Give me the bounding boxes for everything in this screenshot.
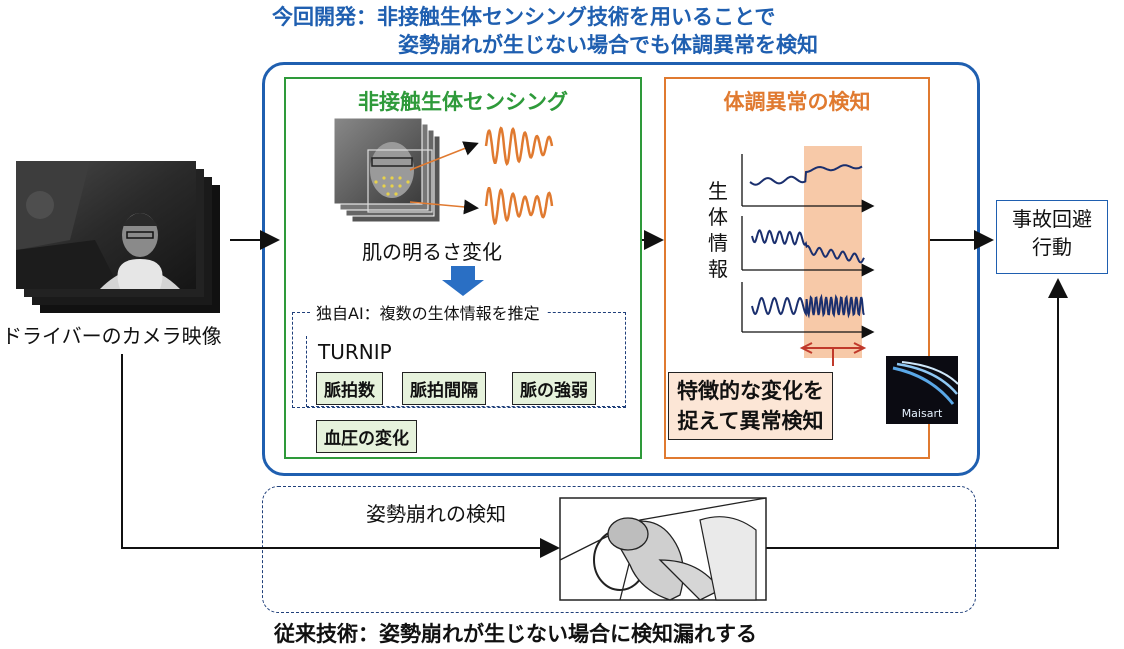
turnip-box: [306, 336, 625, 407]
vital-label-char-1: 生: [708, 179, 728, 203]
feature-line-1: 特徴的な変化を: [677, 379, 824, 403]
chip-pulse-rate: 脈拍数: [316, 372, 383, 405]
vital-signs-charts: [741, 146, 875, 358]
camera-caption: ドライバーのカメラ映像: [2, 324, 222, 348]
maisart-logo: Maisart: [886, 356, 959, 424]
posture-detection-caption: 姿勢崩れの検知: [366, 502, 506, 526]
chip-pulse-interval: 脈拍間隔: [402, 372, 486, 405]
result-line-1: 事故回避: [1012, 207, 1092, 231]
skin-signal-wave-2: [484, 186, 554, 226]
chip-blood-pressure-change: 血圧の変化: [316, 420, 417, 453]
vital-series-2: [751, 229, 865, 264]
headline-line-1: 今回開発：非接触生体センシング技術を用いることで: [272, 5, 776, 29]
accident-avoidance-box: 事故回避 行動: [996, 200, 1108, 274]
vital-info-label: 生 体 情 報: [706, 178, 730, 282]
detection-title: 体調異常の検知: [723, 90, 871, 114]
face-to-wave2-arrow: [409, 199, 479, 215]
vital-series-3: [751, 293, 865, 319]
conventional-technology-region: [262, 486, 976, 613]
face-thumbnail-stack: [333, 117, 441, 223]
sensing-title: 非接触生体センシング: [358, 90, 568, 114]
skin-signal-wave-1: [484, 126, 554, 167]
camera-to-posture-arrow: [121, 354, 560, 558]
feature-range-bracket: [799, 342, 867, 366]
maisart-logo-text: Maisart: [902, 407, 943, 420]
turnip-label: TURNIP: [318, 340, 392, 364]
feature-detection-box: 特徴的な変化を 捉えて異常検知: [668, 372, 833, 440]
vital-label-char-2: 体: [708, 205, 728, 229]
chip-pulse-strength: 脈の強弱: [512, 372, 596, 405]
posture-to-result-arrow: [766, 278, 1068, 549]
sensing-panel: [284, 77, 642, 459]
down-arrow-icon: [442, 266, 484, 296]
headline-line-2: 姿勢崩れが生じない場合でも体調異常を検知: [398, 33, 818, 57]
detection-panel: [664, 77, 930, 459]
face-to-wave1-arrow: [409, 141, 479, 171]
camera-frames: [16, 161, 220, 313]
vital-label-char-3: 情: [708, 231, 728, 255]
ai-label: 独自AI：複数の生体情報を推定: [310, 300, 546, 324]
posture-illustration: [559, 497, 767, 601]
feature-line-2: 捉えて異常検知: [677, 409, 824, 433]
conventional-footer: 従来技術：姿勢崩れが生じない場合に検知漏れする: [274, 622, 757, 646]
vital-label-char-4: 報: [708, 257, 728, 281]
skin-brightness-caption: 肌の明るさ変化: [362, 240, 502, 264]
result-line-2: 行動: [1032, 235, 1072, 259]
vital-series-1: [749, 164, 863, 186]
new-technology-container: [262, 62, 980, 476]
